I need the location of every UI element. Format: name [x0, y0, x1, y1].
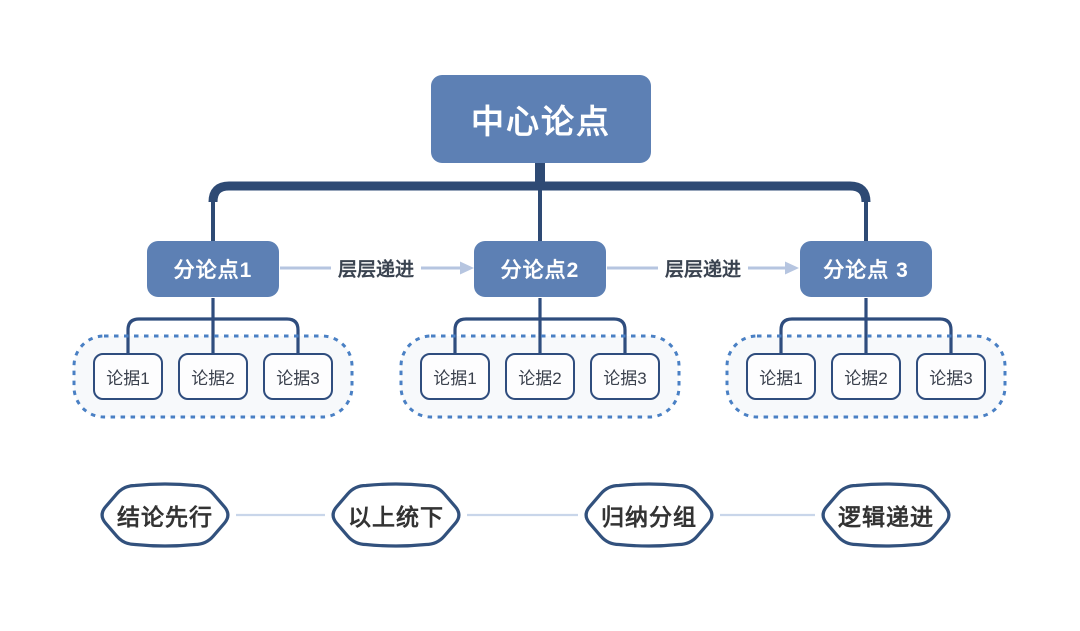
evidence-node: 论据2 [505, 353, 575, 400]
principle-label: 以上统下 [348, 504, 444, 530]
evidence-node: 论据2 [178, 353, 248, 400]
evidence-label: 论据2 [518, 369, 562, 388]
evidence-label: 论据2 [844, 369, 888, 388]
evidence-label: 论据1 [433, 369, 477, 388]
root-connector-bar [208, 181, 871, 203]
evidence-branch-connector [453, 298, 627, 354]
evidence-group-outline [725, 334, 1007, 419]
branch-label: 分论点 3 [823, 259, 909, 282]
evidence-branch-connector [779, 298, 953, 354]
branch-node-2: 分论点2 [474, 241, 606, 297]
evidence-node: 论据3 [590, 353, 660, 400]
evidence-node: 论据3 [263, 353, 333, 400]
transition-label-1: 层层递进 [330, 254, 422, 282]
hexagon-shape-icon [821, 482, 951, 548]
evidence-label: 论据2 [191, 369, 235, 388]
evidence-label: 论据1 [106, 369, 150, 388]
principle-node-4: 逻辑递进 [816, 480, 956, 550]
evidence-label: 论据3 [603, 369, 647, 388]
principle-label: 结论先行 [117, 504, 213, 530]
principle-node-2: 以上统下 [326, 480, 466, 550]
branch-node-1: 分论点1 [147, 241, 279, 297]
evidence-group-outline [72, 334, 354, 419]
evidence-label: 论据3 [929, 369, 973, 388]
evidence-node: 论据1 [93, 353, 163, 400]
branch-node-3: 分论点 3 [800, 241, 932, 297]
hexagon-shape-icon [100, 482, 230, 548]
arrowhead-icon [460, 261, 474, 275]
principle-label: 逻辑递进 [838, 504, 934, 530]
evidence-group-outline [399, 334, 681, 419]
evidence-branch-connector [126, 298, 300, 354]
principle-node-1: 结论先行 [95, 480, 235, 550]
central-thesis-node: 中心论点 [431, 75, 651, 163]
central-thesis-label: 中心论点 [471, 103, 611, 140]
branch-label: 分论点1 [173, 259, 253, 282]
evidence-node: 论据1 [420, 353, 490, 400]
evidence-node: 论据1 [746, 353, 816, 400]
hexagon-shape-icon [584, 482, 714, 548]
principle-label: 归纳分组 [601, 504, 697, 530]
hexagon-shape-icon [331, 482, 461, 548]
principle-node-3: 归纳分组 [579, 480, 719, 550]
branch-label: 分论点2 [500, 259, 580, 282]
evidence-label: 论据1 [759, 369, 803, 388]
evidence-node: 论据3 [916, 353, 986, 400]
transition-label-2: 层层递进 [657, 254, 749, 282]
arrowhead-icon [785, 261, 799, 275]
evidence-label: 论据3 [276, 369, 320, 388]
evidence-node: 论据2 [831, 353, 901, 400]
